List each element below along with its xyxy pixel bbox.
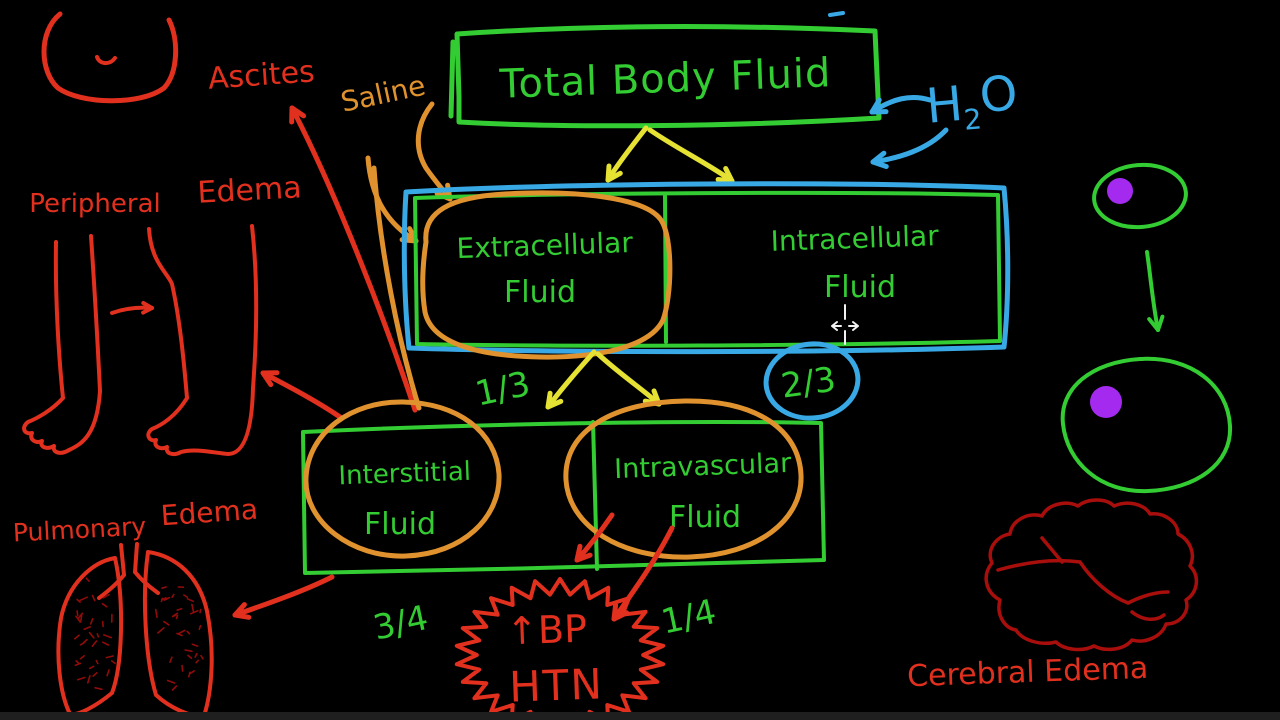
peripheral-edema-word2: Edema [197, 170, 303, 210]
navel-mark [95, 55, 117, 66]
water-boundary-box [401, 181, 1011, 355]
peripheral-edema-word1: Peripheral [29, 189, 161, 219]
cerebral-edema-label: Cerebral Edema [907, 651, 1149, 694]
cursor-side-arrows [831, 321, 859, 331]
interstitial-label: Interstitial [338, 457, 472, 492]
intracellular-fluid-word: Fluid [824, 270, 896, 305]
intravascular-highlight-blob [563, 398, 804, 560]
pulmonary-edema-word1: Pulmonary [12, 512, 147, 548]
extracellular-fluid-word: Fluid [504, 275, 576, 310]
thin-leg-outline [22, 234, 102, 455]
ascites-label: Ascites [207, 54, 316, 96]
intravascular-fluid-word: Fluid [669, 500, 741, 535]
h2o-subscript: 2 [962, 102, 983, 136]
video-letterbox-bar [0, 712, 1280, 720]
leg-comparison-arrow-head [141, 301, 154, 315]
arrow-to-ascites-head [289, 105, 307, 125]
interstitial-highlight-blob [303, 399, 502, 559]
arrow-to-lungs [232, 574, 335, 618]
intracellular-fraction: 2/3 [779, 359, 839, 406]
h2o-h: H [924, 76, 965, 135]
arrow-intravascular-to-box-edge-head [574, 543, 593, 563]
abdomen-sketch [41, 11, 179, 104]
intracellular-label: Intracellular [770, 219, 940, 258]
split-arrow-to-extracellular-head [605, 163, 623, 183]
intracellular-fraction-circle [763, 341, 861, 421]
arrow-to-leg [260, 370, 343, 420]
h2o-label: H2O [924, 65, 1021, 140]
saline-arrow-2 [365, 155, 419, 244]
drawing-cursor[interactable] [831, 304, 859, 345]
lung-speckles [154, 586, 204, 691]
extracellular-highlight-blob [420, 190, 673, 360]
normal-cell-nucleus [1107, 178, 1133, 204]
interstitial-fluid-word: Fluid [364, 507, 436, 542]
lung-speckles [74, 577, 116, 691]
stray-blue-mark [828, 11, 845, 17]
swollen-leg-outline [146, 224, 259, 457]
swollen-cell-nucleus [1090, 386, 1122, 418]
arrow-to-leg-head [260, 370, 280, 388]
saline-stroke-to-interstitial [371, 165, 422, 411]
split-arrow-to-intracellular-head [715, 166, 735, 184]
h2o-arrow-1 [869, 95, 933, 115]
brain-sketch [984, 498, 1199, 652]
brain-outline [984, 498, 1199, 652]
cell-swelling-arrow-head [1147, 314, 1165, 332]
h2o-arrow-1-head [869, 97, 889, 115]
split-arrow-to-interstitial-head [545, 390, 564, 410]
normal-cell-outline [1092, 162, 1188, 230]
bp-label: ↑BP [505, 607, 587, 654]
h2o-arrow-2 [870, 127, 949, 165]
cell-swelling-arrow [1145, 250, 1160, 332]
cell-swelling-sketch [1060, 162, 1233, 494]
subdivision-divider [591, 420, 599, 571]
split-arrow-to-interstitial [545, 349, 597, 410]
arrow-to-ascites [289, 105, 418, 413]
swollen-cell-outline [1060, 356, 1233, 494]
h2o-arrow-2-head [870, 150, 889, 169]
arrow-to-lungs-head [232, 602, 252, 620]
split-arrow-to-intracellular [647, 127, 735, 184]
pulmonary-edema-word2: Edema [160, 493, 259, 533]
extracellular-label: Extracellular [456, 226, 634, 265]
trachea-sketch [97, 542, 160, 600]
arrow-intravascular-to-htn [611, 525, 675, 622]
extracellular-subdivision-box [301, 420, 826, 575]
abdomen-outline [41, 11, 179, 104]
h2o-o: O [977, 65, 1020, 124]
intravascular-label: Intravascular [614, 448, 793, 485]
total-body-fluid-box [448, 24, 882, 129]
htn-label: HTN [508, 659, 604, 711]
brain-sulci-lines [996, 536, 1170, 621]
legs-sketch [22, 224, 259, 457]
